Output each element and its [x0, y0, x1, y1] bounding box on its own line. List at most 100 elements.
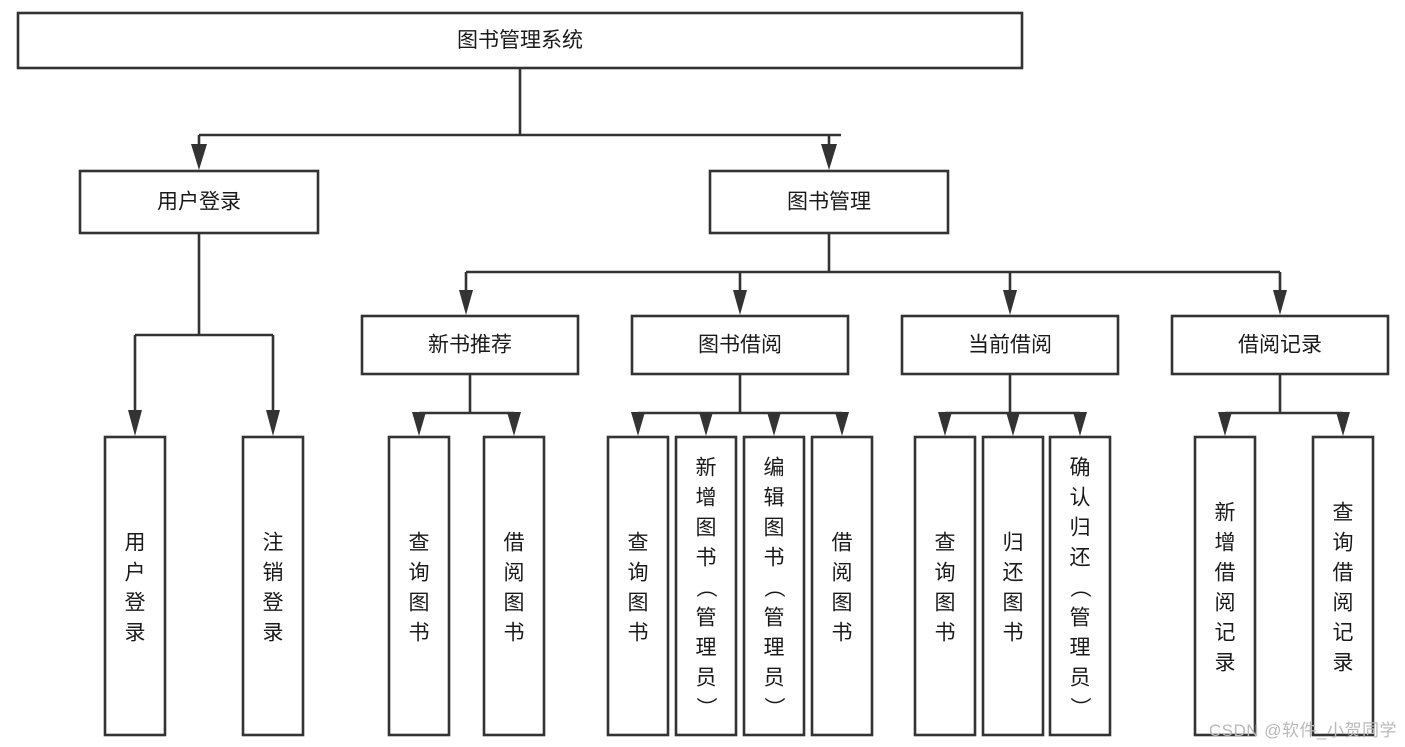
svg-text:询: 询	[935, 561, 956, 584]
level2-node-1-label: 图书管理	[787, 191, 871, 214]
svg-text:图: 图	[935, 591, 956, 614]
leaf-node-12-box[interactable]	[1311, 435, 1375, 737]
svg-text:图: 图	[696, 516, 717, 539]
level2-node-0-box[interactable]	[78, 169, 320, 235]
level3-node-2-box[interactable]	[900, 314, 1120, 376]
svg-text:）: ）	[694, 697, 717, 718]
svg-text:）: ）	[1068, 697, 1091, 718]
level3-node-0-box[interactable]	[360, 314, 580, 376]
arrow-head-cb-return	[1006, 412, 1020, 436]
level3-node-1-label: 图书借阅	[698, 334, 782, 357]
svg-text:户: 户	[125, 561, 146, 584]
leaf-node-5-box[interactable]	[674, 435, 738, 737]
leaf-node-8-box[interactable]	[913, 435, 977, 737]
svg-text:员: 员	[696, 666, 717, 689]
svg-text:注: 注	[263, 531, 284, 554]
svg-text:理: 理	[1070, 636, 1091, 659]
svg-text:阅: 阅	[1333, 591, 1354, 614]
svg-text:（: （	[762, 577, 785, 598]
svg-text:录: 录	[1333, 651, 1354, 674]
svg-text:登: 登	[125, 591, 146, 614]
svg-text:录: 录	[263, 621, 284, 644]
svg-text:辑: 辑	[764, 486, 785, 509]
leaf-node-2-box[interactable]	[387, 435, 451, 737]
svg-text:询: 询	[409, 561, 430, 584]
level2-node-1-box[interactable]	[708, 169, 950, 235]
leaf-node-1-box[interactable]	[241, 435, 305, 737]
level3-node-3-box[interactable]	[1170, 314, 1390, 376]
leaf-node-10-box[interactable]	[1048, 435, 1112, 737]
arrow-head-borrow-record	[1273, 290, 1287, 315]
arrow-head-current-borrow	[1003, 290, 1017, 315]
svg-text:书: 书	[935, 621, 956, 644]
svg-text:增: 增	[1215, 531, 1236, 554]
svg-text:借: 借	[832, 531, 853, 554]
svg-text:书: 书	[504, 621, 525, 644]
arrow-head-br-add	[1218, 412, 1232, 436]
svg-text:销: 销	[263, 561, 284, 584]
svg-text:图: 图	[504, 591, 525, 614]
svg-text:新: 新	[696, 456, 717, 479]
arrow-head-new-book-rec	[459, 290, 473, 315]
svg-text:管: 管	[696, 606, 717, 629]
svg-text:（: （	[694, 577, 717, 598]
leaf-node-4-box[interactable]	[606, 435, 670, 737]
svg-text:书: 书	[696, 546, 717, 569]
node-layer: 图书管理系统用户登录图书管理新书推荐图书借阅当前借阅借阅记录用户登录注销登录查询…	[16, 11, 1390, 737]
svg-text:书: 书	[1003, 621, 1024, 644]
connector-layer	[128, 68, 1350, 436]
svg-text:查: 查	[628, 531, 649, 554]
leaf-node-0-label: 用户登录	[125, 531, 146, 644]
svg-text:（: （	[1068, 577, 1091, 598]
leaf-node-3-box[interactable]	[482, 435, 546, 737]
svg-text:归: 归	[1003, 531, 1024, 554]
svg-text:书: 书	[409, 621, 430, 644]
svg-text:查: 查	[1333, 501, 1354, 524]
svg-text:图: 图	[832, 591, 853, 614]
svg-text:借: 借	[504, 531, 525, 554]
svg-text:）: ）	[762, 697, 785, 718]
svg-text:书: 书	[764, 546, 785, 569]
leaf-node-11-box[interactable]	[1193, 435, 1257, 737]
svg-text:管: 管	[1070, 606, 1091, 629]
svg-text:阅: 阅	[832, 561, 853, 584]
level3-node-1-box[interactable]	[630, 314, 850, 376]
arrow-head-newbook-query	[412, 412, 426, 436]
svg-text:录: 录	[125, 621, 146, 644]
svg-text:登: 登	[263, 591, 284, 614]
svg-text:认: 认	[1070, 486, 1091, 509]
leaf-node-9-box[interactable]	[981, 435, 1045, 737]
leaf-node-0-box[interactable]	[103, 435, 167, 737]
level2-node-0-label: 用户登录	[157, 191, 241, 214]
svg-text:查: 查	[409, 531, 430, 554]
svg-text:阅: 阅	[504, 561, 525, 584]
svg-text:记: 记	[1333, 621, 1354, 644]
svg-text:确: 确	[1070, 456, 1091, 479]
svg-text:增: 增	[696, 486, 717, 509]
arrow-head-bb-borrow	[835, 412, 849, 436]
level3-node-2-label: 当前借阅	[968, 334, 1052, 357]
leaf-node-7-box[interactable]	[810, 435, 874, 737]
arrow-head-book-mgmt	[821, 144, 837, 170]
svg-text:录: 录	[1215, 651, 1236, 674]
svg-text:员: 员	[764, 666, 785, 689]
svg-text:还: 还	[1003, 561, 1024, 584]
svg-text:查: 查	[935, 531, 956, 554]
svg-text:员: 员	[1070, 666, 1091, 689]
root-node-box[interactable]	[16, 11, 1024, 70]
leaf-node-6-box[interactable]	[742, 435, 806, 737]
arrow-head-cb-confirm	[1073, 412, 1087, 436]
svg-text:归: 归	[1070, 516, 1091, 539]
